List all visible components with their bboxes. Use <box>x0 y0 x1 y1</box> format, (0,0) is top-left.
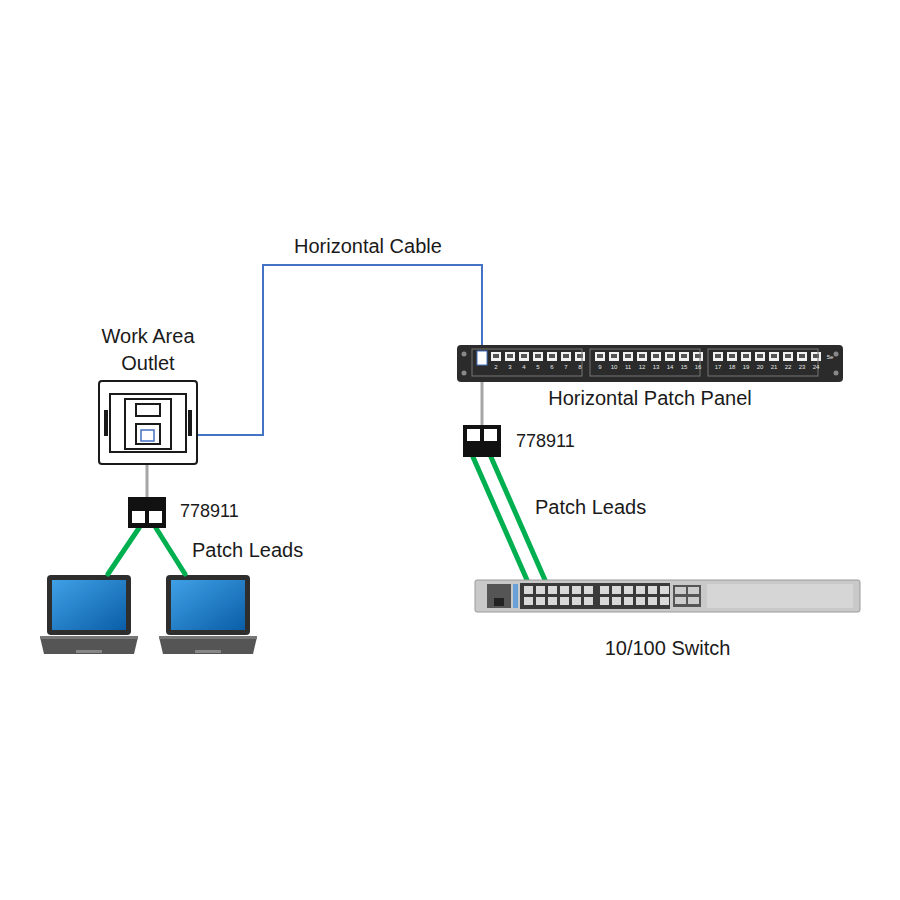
port-number: 11 <box>621 364 635 371</box>
network-switch: 10/100 Switch <box>475 580 860 612</box>
work-area-outlet-shape <box>98 380 198 465</box>
patch-leads-label: Patch Leads <box>192 537 303 564</box>
port-number: 17 <box>711 364 725 371</box>
patch-panel-shape <box>457 345 843 382</box>
port-number: 4 <box>517 364 531 371</box>
port-number: 12 <box>635 364 649 371</box>
patch-lead-to-laptops <box>108 528 185 574</box>
port-number: 9 <box>593 364 607 371</box>
laptop-left <box>40 575 138 654</box>
coupler-block-shape <box>463 425 501 457</box>
part-number: 778911 <box>516 428 575 455</box>
port-number: 24 <box>809 364 823 371</box>
port-number: 2 <box>489 364 503 371</box>
port-number: 19 <box>739 364 753 371</box>
port-number: 14 <box>663 364 677 371</box>
port-number: 8 <box>573 364 587 371</box>
port-number: 21 <box>767 364 781 371</box>
patch-leads-label: Patch Leads <box>535 494 646 521</box>
port-number: 23 <box>795 364 809 371</box>
patch-cord <box>481 382 484 425</box>
work-area-outlet: Work Area Outlet <box>98 380 198 465</box>
switch-heading: 10/100 Switch <box>475 635 860 662</box>
patch-lead <box>491 457 545 580</box>
patch-panel-heading: Horizontal Patch Panel <box>457 385 843 412</box>
port-number: 22 <box>781 364 795 371</box>
port-number: 6 <box>545 364 559 371</box>
network-switch-shape <box>475 580 860 612</box>
port-number: 5 <box>531 364 545 371</box>
patch-panel: Horizontal Patch Panel234567891011121314… <box>457 345 843 382</box>
port-number: 13 <box>649 364 663 371</box>
coupler-block-shape <box>128 497 166 528</box>
port-number: 20 <box>753 364 767 371</box>
category-mark: 5e <box>823 354 837 361</box>
coupler-block: 778911 <box>128 497 166 528</box>
port-number: 16 <box>691 364 705 371</box>
port-number: 18 <box>725 364 739 371</box>
port-number: 3 <box>503 364 517 371</box>
laptop-right <box>159 575 257 654</box>
cable-label: Horizontal Cable <box>294 233 442 260</box>
outlet-heading: Work Area Outlet <box>83 323 213 377</box>
port-number: 10 <box>607 364 621 371</box>
horizontal-cable <box>198 265 482 435</box>
port-number: 15 <box>677 364 691 371</box>
part-number: 778911 <box>180 498 239 525</box>
port-number: 7 <box>559 364 573 371</box>
coupler-block: 778911 <box>463 425 501 457</box>
patch-cord <box>146 465 149 497</box>
